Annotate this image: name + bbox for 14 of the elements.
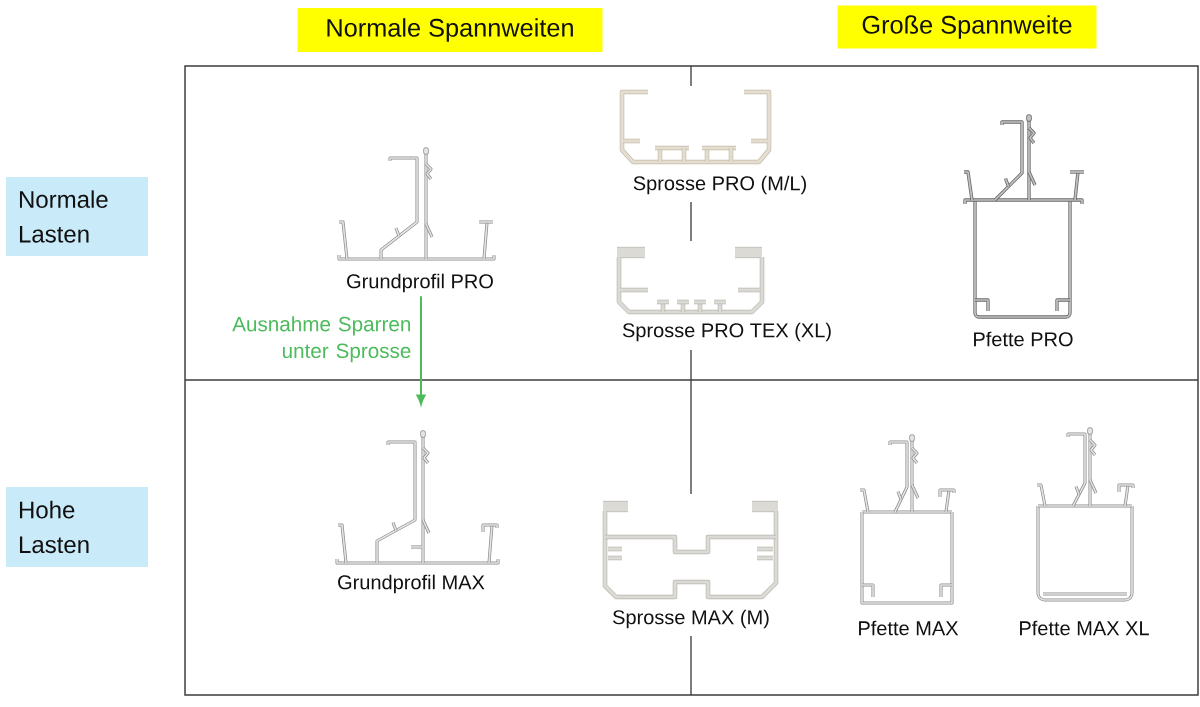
profile-label: Sprosse PRO TEX (XL) (622, 322, 831, 342)
profile-label: Sprosse MAX (M) (613, 609, 769, 629)
profile-label: Pfette PRO (974, 331, 1073, 347)
row-header: Normale Lasten (6, 177, 148, 256)
profile-label: Grundprofil MAX (338, 574, 485, 594)
profile-label: Pfette MAX (859, 620, 959, 636)
profile-label: Sprosse PRO (M/L) (633, 175, 806, 195)
profile-label: Grundprofil PRO (347, 273, 493, 293)
column-header: Große Spannweite (837, 5, 1097, 49)
column-header: Normale Spannweiten (297, 8, 603, 52)
row-header: Hohe Lasten (6, 487, 148, 567)
edge-label: Ausnahme Sparren unter Sprosse (215, 314, 413, 364)
arrow (416, 295, 426, 405)
profile-label: Pfette MAX XL (1020, 620, 1149, 636)
